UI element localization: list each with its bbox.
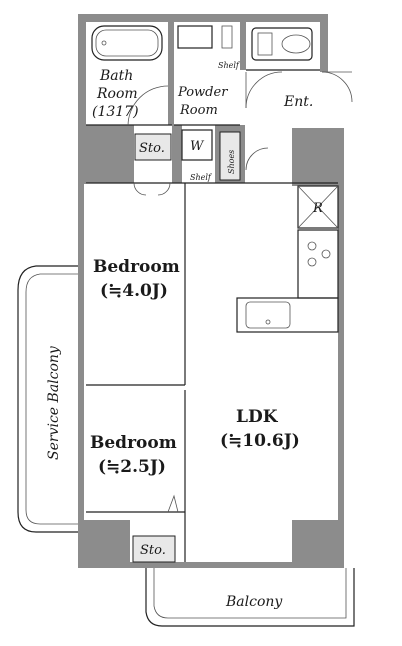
exterior-walls [78, 14, 344, 568]
shelf-mid-label: Shelf [190, 173, 213, 182]
interior-lines [86, 25, 353, 562]
shelf-top-label: Shelf [218, 61, 241, 70]
bath-room-label-2: Room [96, 86, 138, 102]
bedroom1-name: Bedroom [93, 257, 180, 277]
shoes-label: Shoes [227, 150, 236, 174]
ldk-name: LDK [236, 407, 279, 427]
storage-bottom-label: Sto. [140, 543, 166, 558]
powder-room-label-1: Powder [177, 85, 228, 100]
refrigerator-label: R [312, 201, 323, 216]
bedroom1-size: (≒4.0J) [100, 281, 168, 301]
storage-bottom-box [132, 535, 176, 563]
ldk-size: (≒10.6J) [220, 431, 300, 451]
entrance-label: Ent. [283, 94, 313, 110]
storage-top-label: Sto. [139, 141, 165, 156]
bedroom2-size: (≒2.5J) [98, 457, 166, 477]
service-balcony-label: Service Balcony [46, 345, 62, 460]
bedroom2-name: Bedroom [90, 433, 177, 453]
balcony-label: Balcony [225, 594, 283, 610]
bath-room-label-3: (1317) [92, 104, 139, 120]
washer-label: W [190, 139, 205, 154]
bath-room-label-1: Bath [99, 68, 133, 84]
powder-room-label-2: Room [179, 103, 218, 118]
shoes-box [219, 131, 241, 181]
storage-top-box [134, 133, 172, 161]
balconies [17, 265, 355, 627]
